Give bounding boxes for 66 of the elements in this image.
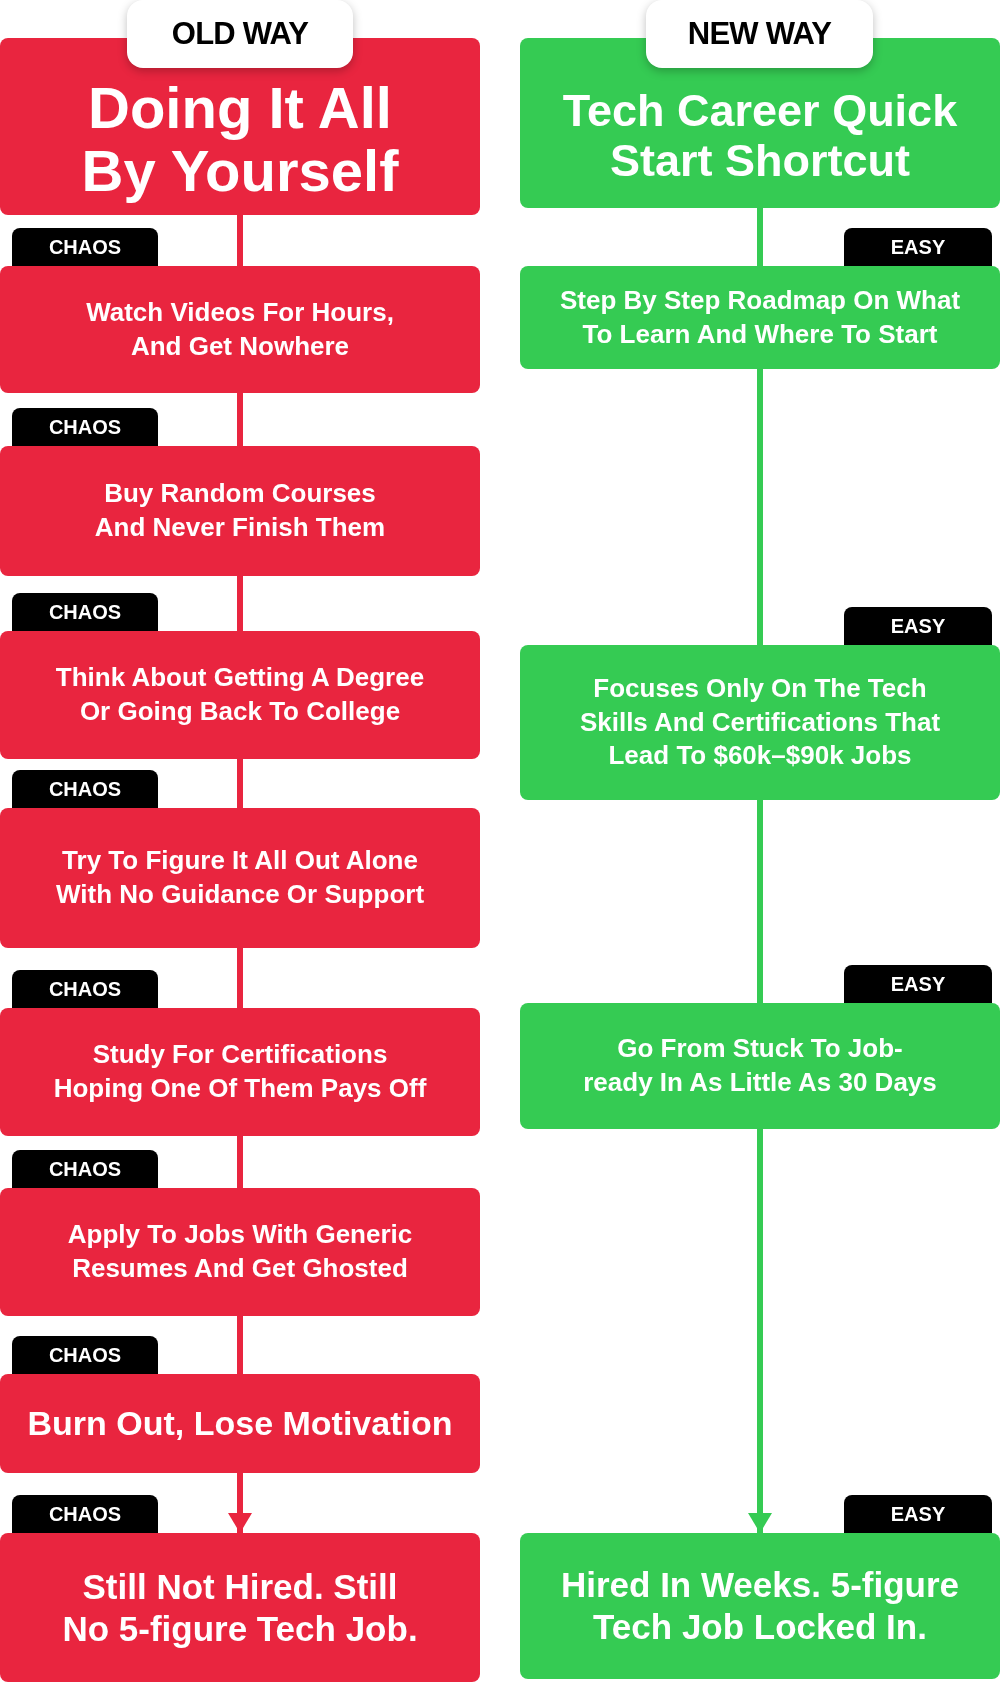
connector-line — [757, 369, 763, 645]
tag-badge — [12, 1495, 158, 1533]
arrow — [748, 1129, 772, 1533]
arrow — [228, 1473, 252, 1533]
step-box — [520, 645, 1000, 800]
tag-text: CHAOS — [48, 1502, 122, 1527]
tag-badge — [844, 607, 992, 645]
result-box — [0, 1533, 480, 1682]
result-box — [520, 1533, 1000, 1679]
step-box — [520, 1003, 1000, 1129]
step-box — [0, 808, 480, 948]
title-text: Tech Career Quick Start Shortcut — [561, 85, 959, 187]
tag-text: CHAOS — [48, 1343, 122, 1368]
tag-text: CHAOS — [48, 235, 122, 260]
step-box — [0, 1188, 480, 1316]
step-box — [520, 266, 1000, 369]
tag-text: CHAOS — [48, 777, 122, 802]
tag-badge — [12, 228, 158, 266]
step-text: Focuses Only On The Tech Skills And Certifications That Lead To $60k–$90k Jobs — [578, 671, 942, 773]
step-box — [0, 1008, 480, 1136]
connector-line — [237, 1136, 243, 1188]
connector-line — [237, 1316, 243, 1374]
connector-line — [757, 800, 763, 1003]
result-text: Hired In Weeks. 5-figure Tech Job Locked In. — [559, 1564, 961, 1648]
step-box — [0, 631, 480, 759]
heading-pill — [646, 0, 873, 68]
connector-line — [237, 393, 243, 446]
tag-text: EASY — [890, 1502, 946, 1527]
connector-line — [757, 208, 763, 266]
tag-text: CHAOS — [48, 1157, 122, 1182]
tag-badge — [12, 593, 158, 631]
connector-line — [237, 576, 243, 631]
step-text: Think About Getting A Degree Or Going Back To College — [54, 661, 426, 728]
tag-badge — [12, 770, 158, 808]
step-box — [0, 446, 480, 576]
step-text: Study For Certifications Hoping One Of Them Pays Off — [52, 1038, 428, 1105]
heading-text: OLD WAY — [171, 14, 309, 53]
step-text: Try To Figure It All Out Alone With No Guidance Or Support — [54, 844, 426, 911]
step-text: Step By Step Roadmap On What To Learn And Where To Start — [558, 283, 962, 351]
step-box — [0, 266, 480, 393]
tag-badge — [844, 1495, 992, 1533]
tag-badge — [844, 228, 992, 266]
step-box — [0, 1374, 480, 1473]
tag-text: EASY — [890, 614, 946, 639]
tag-text: CHAOS — [48, 977, 122, 1002]
heading-text: NEW WAY — [687, 14, 832, 53]
heading-pill — [127, 0, 353, 68]
tag-text: CHAOS — [48, 600, 122, 625]
tag-badge — [844, 965, 992, 1003]
connector-line — [237, 215, 243, 266]
step-text: Watch Videos For Hours, And Get Nowhere — [85, 295, 395, 363]
step-text: Apply To Jobs With Generic Resumes And Get Ghosted — [66, 1218, 414, 1285]
step-text: Buy Random Courses And Never Finish Them — [93, 477, 387, 544]
tag-text: CHAOS — [48, 415, 122, 440]
step-text: Go From Stuck To Job-ready In As Little As 30 Days — [582, 1032, 938, 1099]
tag-text: EASY — [890, 235, 946, 260]
step-text: Burn Out, Lose Motivation — [27, 1403, 453, 1444]
tag-text: EASY — [890, 972, 946, 997]
connector-line — [237, 759, 243, 808]
result-text: Still Not Hired. Still No 5-figure Tech Job. — [61, 1565, 419, 1650]
title-text: Doing It All By Yourself — [80, 76, 400, 203]
tag-badge — [12, 408, 158, 446]
connector-line — [237, 948, 243, 1008]
tag-badge — [12, 970, 158, 1008]
tag-badge — [12, 1150, 158, 1188]
tag-badge — [12, 1336, 158, 1374]
